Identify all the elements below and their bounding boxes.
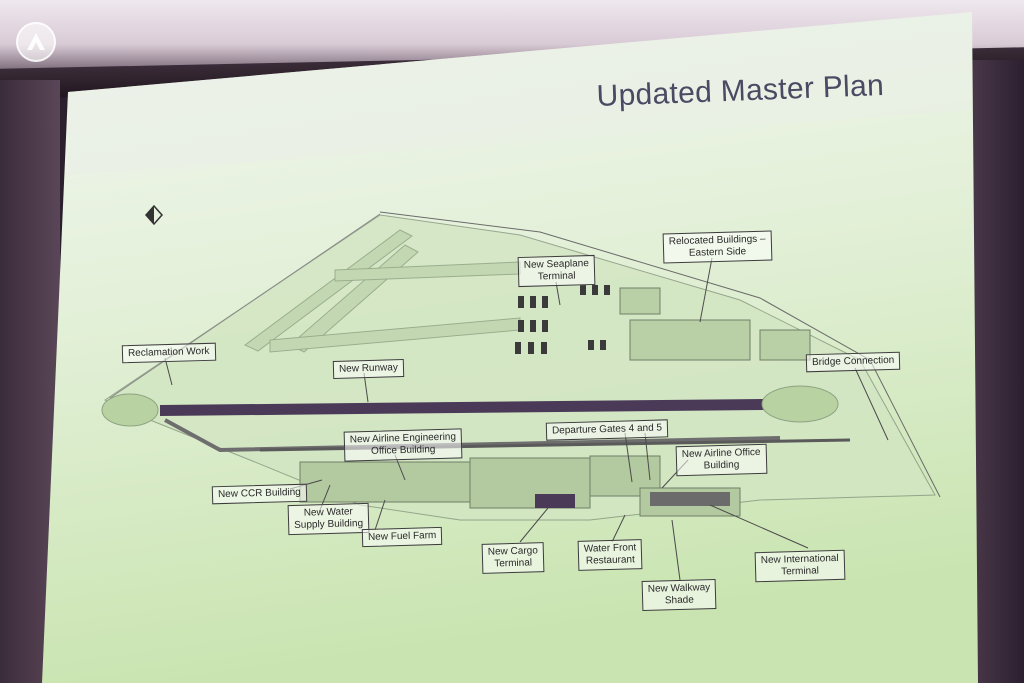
label-new-fuel-farm: New Fuel Farm bbox=[361, 526, 443, 548]
seaplane-stands bbox=[515, 285, 610, 354]
eastern-buildings bbox=[619, 287, 811, 361]
label-new-seaplane-terminal: New Seaplane Terminal bbox=[517, 254, 596, 288]
label-bridge-connection: Bridge Connection bbox=[805, 351, 901, 373]
slide-header-band bbox=[68, 12, 972, 175]
island-outline bbox=[103, 214, 936, 521]
label-new-walkway-shade: New Walkway Shade bbox=[641, 578, 717, 612]
label-new-airline-engineering: New Airline Engineering Office Building bbox=[343, 428, 463, 462]
leader-lines bbox=[164, 257, 889, 581]
label-new-water-supply: New Water Supply Building bbox=[287, 502, 370, 536]
label-water-front-restaurant: Water Front Restaurant bbox=[577, 539, 643, 571]
logo-icon bbox=[27, 33, 45, 50]
label-new-international-terminal: New International Terminal bbox=[754, 549, 846, 583]
label-relocated-buildings: Relocated Buildings – Eastern Side bbox=[662, 230, 773, 264]
cargo-terminal-block bbox=[535, 494, 575, 508]
watermark-logo bbox=[16, 22, 56, 62]
coast-line bbox=[379, 211, 941, 498]
label-reclamation-work: Reclamation Work bbox=[121, 342, 216, 364]
taxiway bbox=[164, 418, 781, 453]
north-arrow-icon bbox=[144, 204, 164, 226]
label-departure-gates: Departure Gates 4 and 5 bbox=[545, 419, 669, 441]
label-new-cargo-terminal: New Cargo Terminal bbox=[481, 542, 545, 574]
label-new-airline-office: New Airline Office Building bbox=[675, 443, 768, 477]
old-runway-strips bbox=[244, 229, 521, 353]
terminal-strip bbox=[299, 455, 741, 517]
label-new-runway: New Runway bbox=[332, 359, 405, 379]
label-new-ccr-building: New CCR Building bbox=[211, 483, 308, 505]
new-runway bbox=[160, 399, 765, 416]
